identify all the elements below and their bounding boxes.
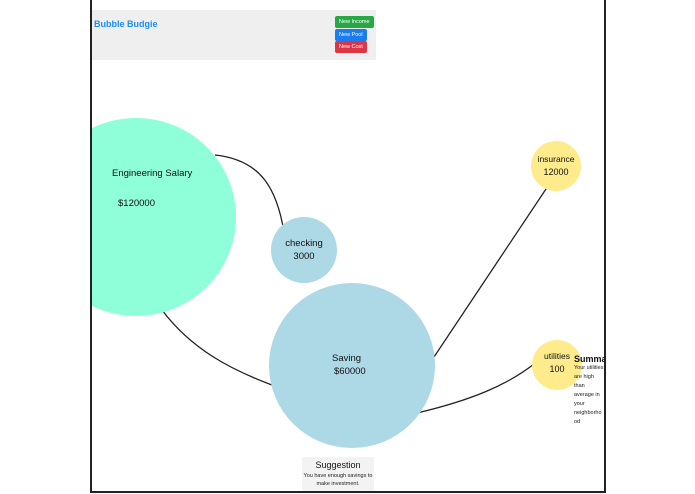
- new-cost-button[interactable]: New Cost: [335, 41, 367, 53]
- flow-salary-to-saving: [161, 309, 273, 386]
- brand-title: Bubble Budgie: [94, 19, 158, 29]
- checking-name-label: checking: [285, 238, 323, 249]
- insurance-name-label: insurance: [537, 154, 575, 164]
- saving-name-label: Saving: [332, 353, 362, 364]
- summary-panel: Summary Your utilities are high than ave…: [574, 354, 606, 427]
- cost-bubble-utilities[interactable]: [532, 340, 582, 390]
- utilities-name-label: utilities: [544, 351, 570, 361]
- suggestion-text: You have enough savings to make investme…: [303, 473, 373, 487]
- connections-layer: [161, 154, 549, 414]
- suggestion-title: Suggestion: [315, 460, 361, 470]
- flow-salary-to-checking: [214, 154, 285, 233]
- flow-saving-to-insurance: [431, 185, 549, 361]
- app-canvas: Bubble Budgie New Income New Pool New Co…: [90, 0, 606, 493]
- pool-bubble-saving[interactable]: [269, 283, 435, 448]
- suggestion-panel: Suggestion You have enough savings to ma…: [302, 457, 374, 491]
- flow-saving-to-utilities: [416, 363, 535, 414]
- summary-text: Your utilities are high than average in …: [574, 365, 604, 425]
- cost-bubble-insurance[interactable]: [531, 141, 581, 191]
- pool-bubble-checking[interactable]: [271, 217, 337, 283]
- salary-amount-label: $120000: [118, 198, 155, 209]
- new-pool-button[interactable]: New Pool: [335, 29, 367, 41]
- summary-title: Summary: [574, 354, 606, 364]
- saving-amount-label: $60000: [334, 366, 366, 377]
- utilities-amount-label: 100: [549, 364, 565, 374]
- insurance-amount-label: 12000: [543, 167, 569, 177]
- new-income-button[interactable]: New Income: [335, 16, 374, 28]
- checking-amount-label: 3000: [293, 251, 315, 262]
- top-toolbar: Bubble Budgie: [92, 10, 376, 60]
- salary-name-label: Engineering Salary: [112, 168, 193, 179]
